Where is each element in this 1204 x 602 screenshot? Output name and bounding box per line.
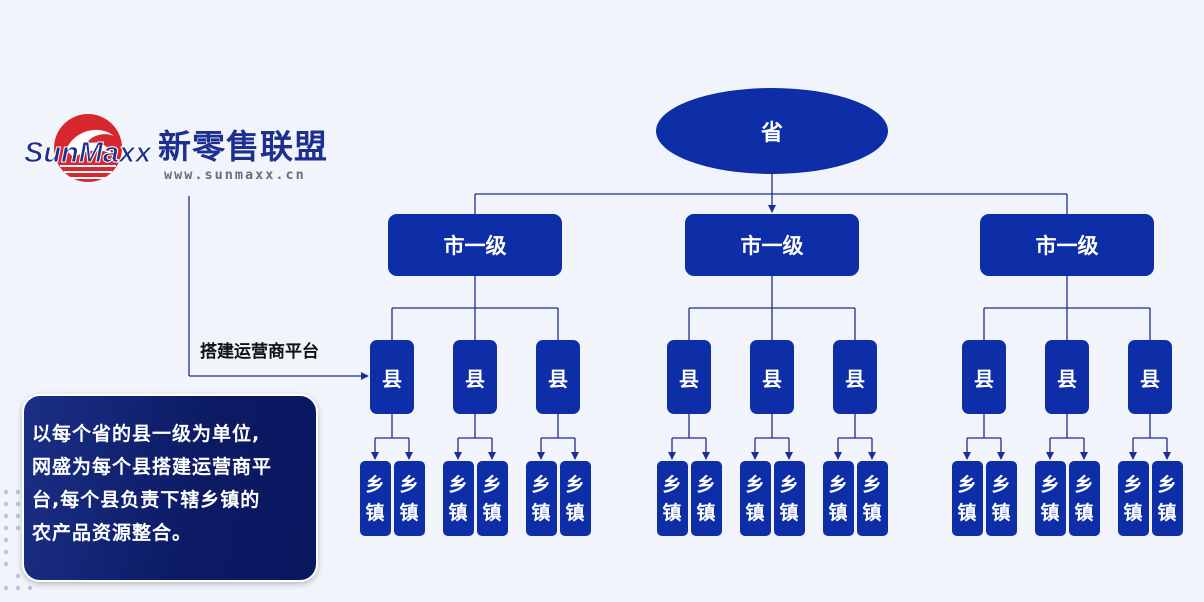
town-label-char: 乡 [1074,473,1094,496]
town-label-char: 镇 [1074,501,1094,524]
county-node: 县 [536,340,580,414]
county-node: 县 [962,340,1006,414]
town-label-char: 乡 [399,473,419,496]
town-label-char: 镇 [957,501,977,524]
town-label-char: 乡 [745,473,765,496]
dot-pattern [3,489,33,591]
town-label-char: 镇 [662,501,682,524]
town-label-char: 乡 [448,473,468,496]
city-node: 市一级 [685,214,859,276]
note-line: 以每个省的县一级为单位, [32,423,261,445]
town-label-char: 镇 [1157,501,1177,524]
town-label-char: 乡 [662,473,682,496]
town-label-char: 镇 [482,501,502,524]
town-label-char: 镇 [862,501,882,524]
town-node: 乡镇 [690,461,722,536]
website-url: www.sunmaxx.cn [164,167,306,183]
county-node: 县 [833,340,877,414]
town-node: 乡镇 [773,461,805,536]
town-node: 乡镇 [359,461,391,536]
town-label-char: 镇 [1040,501,1060,524]
town-node: 乡镇 [985,461,1017,536]
note-line: 台,每个县负责下辖乡镇的 [32,489,261,511]
town-node: 乡镇 [856,461,888,536]
town-node: 乡镇 [525,461,557,536]
town-node: 乡镇 [822,461,854,536]
city-node: 市一级 [388,214,562,276]
county-node: 县 [370,340,414,414]
town-node: 乡镇 [1151,461,1183,536]
town-label-char: 镇 [779,501,799,524]
town-label-char: 乡 [531,473,551,496]
county-node: 县 [1128,340,1172,414]
town-label-char: 镇 [531,501,551,524]
province-node: 省 [656,88,888,174]
county-node: 县 [667,340,711,414]
town-label-char: 乡 [696,473,716,496]
town-node: 乡镇 [393,461,425,536]
logo-wordmark: SunMaxx [24,137,153,169]
town-node: 乡镇 [442,461,474,536]
town-node: 乡镇 [656,461,688,536]
town-label-char: 乡 [482,473,502,496]
town-node: 乡镇 [1068,461,1100,536]
town-label-char: 乡 [779,473,799,496]
city-node: 市一级 [980,214,1154,276]
town-node: 乡镇 [1117,461,1149,536]
town-label-char: 乡 [957,473,977,496]
town-label-char: 镇 [565,501,585,524]
county-node: 县 [750,340,794,414]
town-label-char: 镇 [399,501,419,524]
town-label-char: 镇 [365,501,385,524]
town-label-char: 镇 [448,501,468,524]
town-label-char: 乡 [565,473,585,496]
town-node: 乡镇 [559,461,591,536]
description-box: 以每个省的县一级为单位, 网盛为每个县搭建运营商平 台,每个县负责下辖乡镇的 农… [22,394,318,582]
town-label-char: 乡 [991,473,1011,496]
town-label-char: 镇 [1123,501,1143,524]
note-line: 网盛为每个县搭建运营商平 [32,456,273,478]
town-label-char: 乡 [828,473,848,496]
town-node: 乡镇 [476,461,508,536]
town-label-char: 乡 [1123,473,1143,496]
town-label-char: 镇 [745,501,765,524]
county-node: 县 [1045,340,1089,414]
town-label-char: 乡 [862,473,882,496]
town-node: 乡镇 [1034,461,1066,536]
town-label-char: 乡 [1157,473,1177,496]
town-label-char: 镇 [696,501,716,524]
brand-name: 新零售联盟 [158,127,328,166]
county-node: 县 [453,340,497,414]
callout-label: 搭建运营商平台 [200,342,319,362]
town-node: 乡镇 [739,461,771,536]
sunmaxx-logo: SunMaxx [24,114,154,182]
town-label-char: 乡 [365,473,385,496]
town-label-char: 镇 [991,501,1011,524]
town-node: 乡镇 [951,461,983,536]
note-line: 农产品资源整合。 [32,522,193,544]
town-label-char: 乡 [1040,473,1060,496]
town-label-char: 镇 [828,501,848,524]
